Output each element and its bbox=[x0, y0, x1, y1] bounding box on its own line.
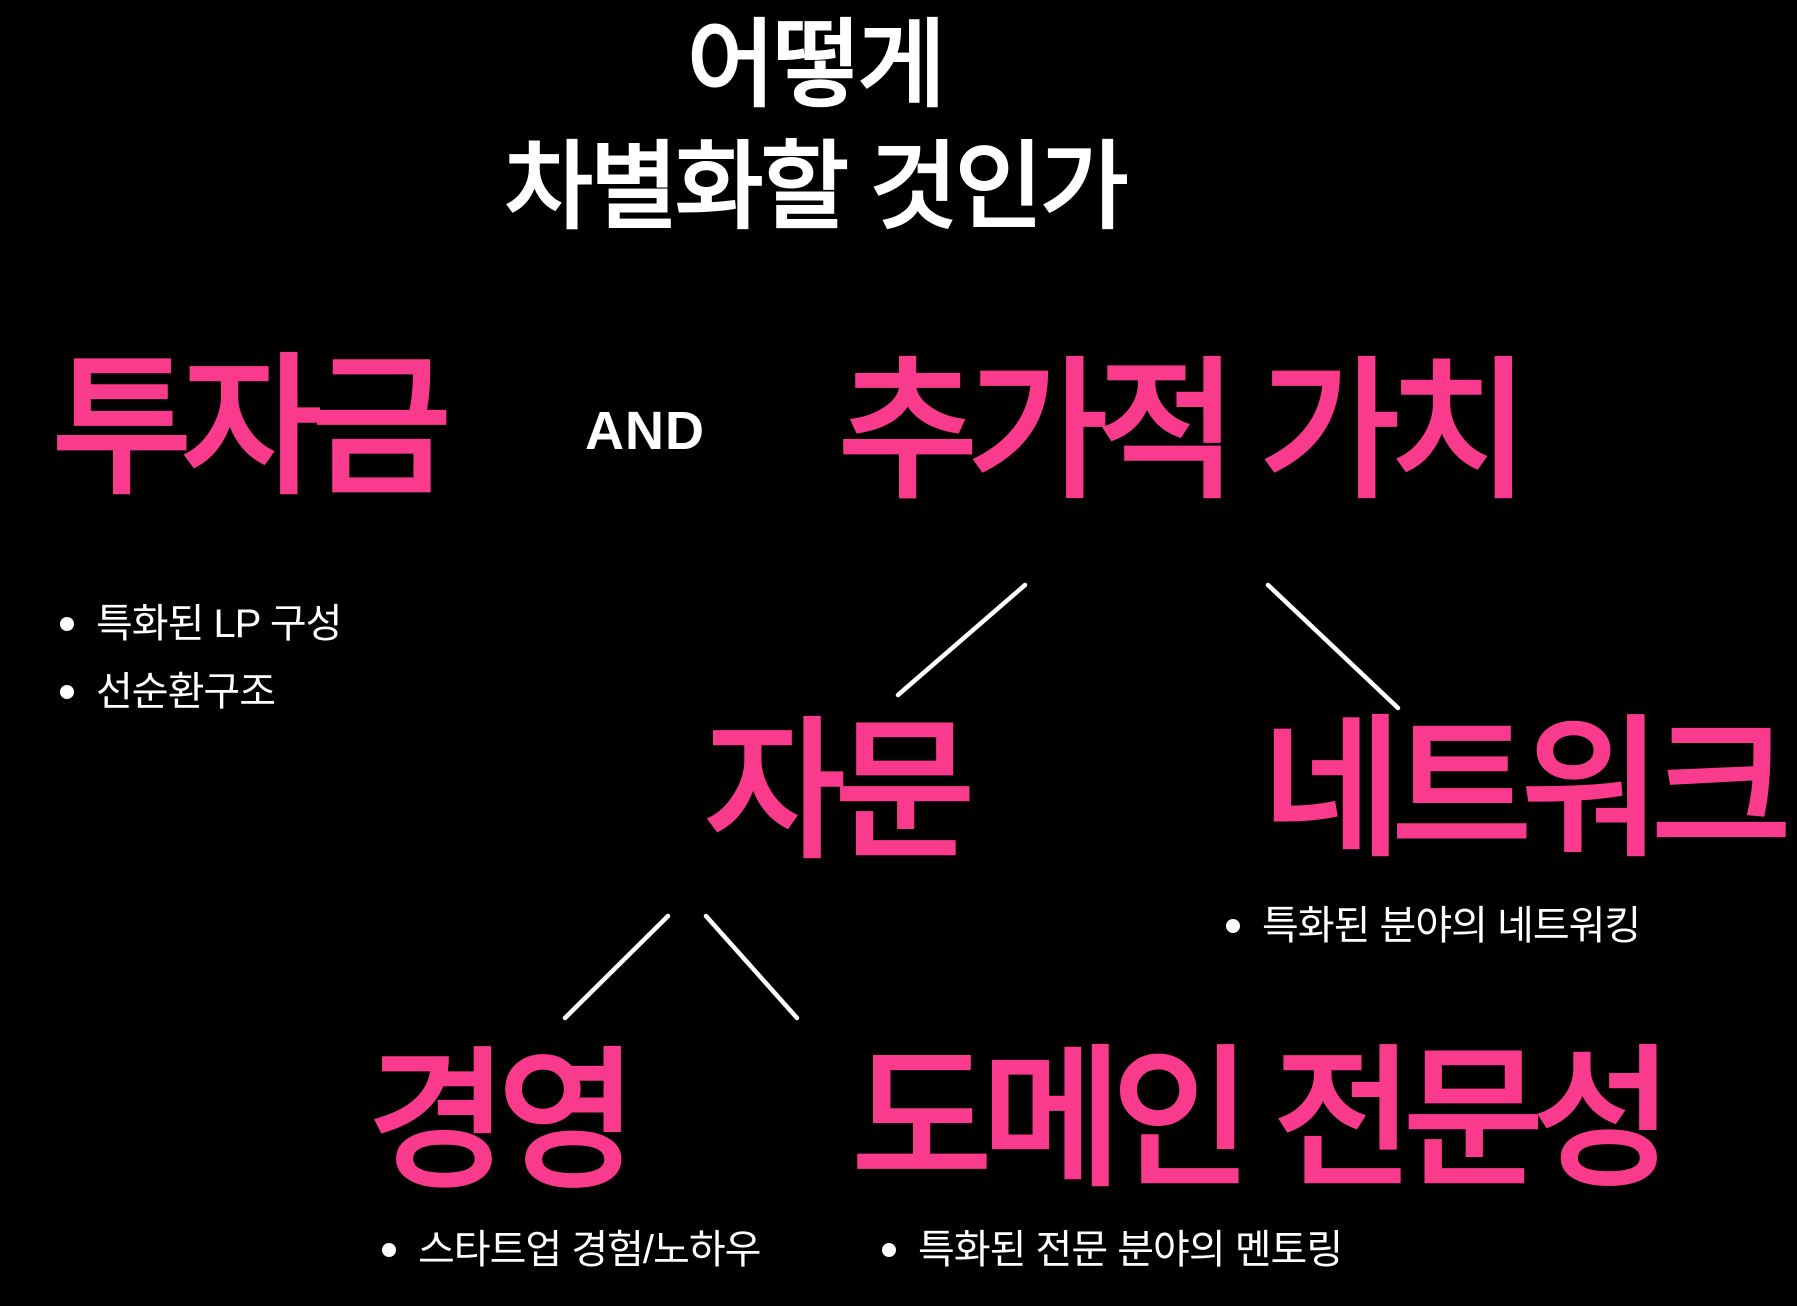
bullet-icon bbox=[60, 685, 74, 699]
list-item: 선순환구조 bbox=[60, 670, 276, 714]
list-item: 특화된 LP 구성 bbox=[60, 602, 342, 646]
list-item: 특화된 분야의 네트워킹 bbox=[1226, 904, 1641, 948]
node-advisory: 자문 bbox=[705, 707, 975, 877]
node-investment: 투자금 bbox=[52, 343, 452, 513]
bullet-icon bbox=[1226, 919, 1240, 933]
bullet-label: 선순환구조 bbox=[96, 670, 276, 714]
node-additional-value: 추가적 가치 bbox=[838, 347, 1529, 517]
node-domain-expertise: 도메인 전문성 bbox=[852, 1035, 1673, 1205]
bullet-label: 특화된 LP 구성 bbox=[96, 602, 342, 646]
bullet-icon bbox=[60, 617, 74, 631]
node-network: 네트워크 bbox=[1262, 705, 1791, 875]
and-label: AND bbox=[585, 401, 705, 461]
connector-line bbox=[703, 913, 800, 1021]
connector-line bbox=[562, 913, 671, 1021]
list-item: 특화된 전문 분야의 멘토링 bbox=[882, 1228, 1343, 1272]
page-title-line-2: 차별화할 것인가 bbox=[504, 134, 1129, 241]
connector-line bbox=[895, 582, 1028, 698]
node-management: 경영 bbox=[368, 1037, 638, 1207]
connector-line bbox=[1265, 582, 1401, 711]
bullet-icon bbox=[882, 1243, 896, 1257]
bullet-label: 특화된 분야의 네트워킹 bbox=[1262, 904, 1641, 948]
bullet-label: 특화된 전문 분야의 멘토링 bbox=[918, 1228, 1343, 1272]
bullet-icon bbox=[382, 1243, 396, 1257]
list-item: 스타트업 경험/노하우 bbox=[382, 1228, 761, 1272]
bullet-label: 스타트업 경험/노하우 bbox=[418, 1228, 761, 1272]
page-title-line-1: 어떻게 bbox=[687, 12, 946, 119]
